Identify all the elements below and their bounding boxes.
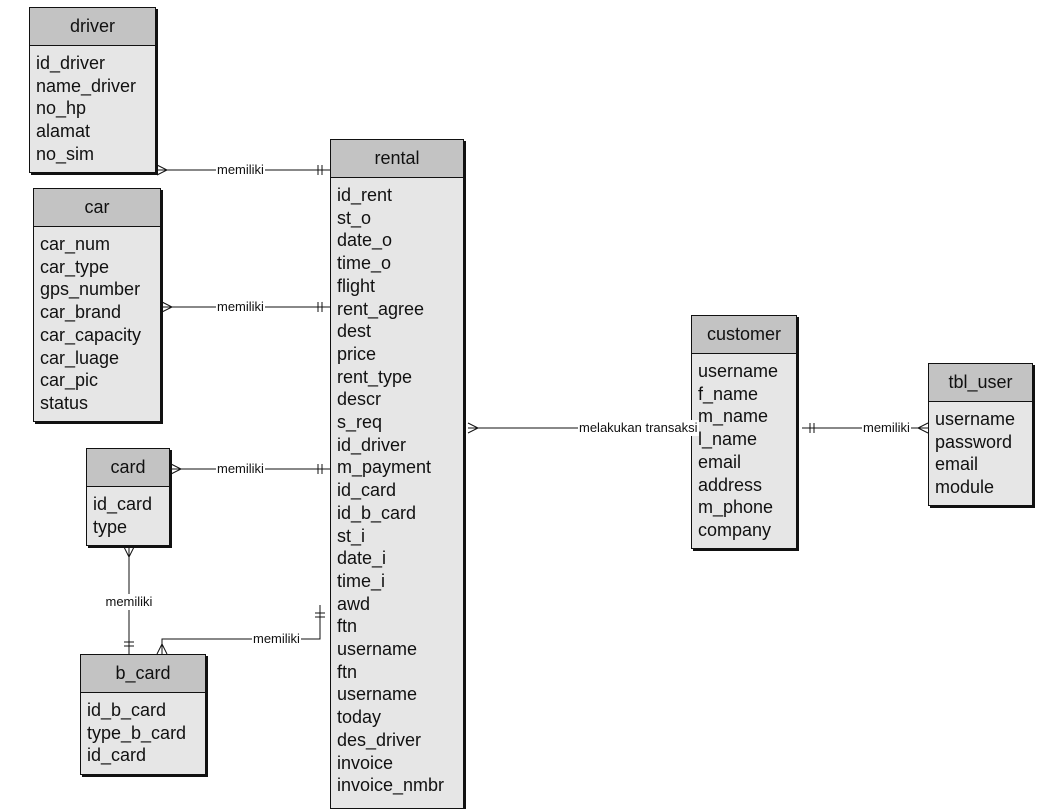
entity-field: m_payment <box>337 457 432 478</box>
entity-field: id_card <box>93 494 153 514</box>
entity-title: b_card <box>81 655 205 693</box>
entity-field: username <box>935 409 1016 429</box>
entity-field: car_pic <box>40 370 99 391</box>
entity-field: car_type <box>40 256 110 277</box>
entity-field: type <box>93 516 128 537</box>
entity-title: customer <box>692 316 796 354</box>
entity-field: id_b_card <box>337 502 417 523</box>
relationship-label: memiliki <box>216 299 265 315</box>
entity-field: date_i <box>337 548 387 569</box>
entity-field: ftn <box>337 661 358 682</box>
entity-field: username <box>698 361 779 381</box>
entity-field: type_b_card <box>87 722 187 743</box>
entity-field: time_i <box>337 570 386 591</box>
entity-field: rent_type <box>337 366 413 387</box>
entity-field: invoice_nmbr <box>337 775 445 796</box>
entity-field: id_card <box>337 480 397 501</box>
entity-field: today <box>337 707 382 728</box>
cardinality-many-mark <box>170 463 183 475</box>
entity-field: st_o <box>337 207 372 228</box>
cardinality-many-mark <box>161 301 174 313</box>
entity-field: price <box>337 343 377 364</box>
relationship-line <box>161 605 321 654</box>
entity-field: id_card <box>87 745 147 766</box>
cardinality-many-mark <box>123 546 135 559</box>
relationship-b_card-rental <box>156 605 325 655</box>
entity-field: invoice <box>337 752 394 773</box>
entity-field: email <box>935 454 979 475</box>
entity-field: id_driver <box>337 434 407 455</box>
entity-field: id_b_card <box>87 700 167 720</box>
entity-field: car_num <box>40 234 111 254</box>
relationship-label: memiliki <box>216 461 265 477</box>
entity-field: no_hp <box>36 98 87 119</box>
entity-title: driver <box>30 8 155 46</box>
entity-field: ftn <box>337 616 358 637</box>
entity-field: des_driver <box>337 729 422 750</box>
relationship-label: memiliki <box>862 420 911 436</box>
cardinality-many-mark <box>916 422 929 434</box>
cardinality-many-mark <box>156 642 168 655</box>
entity-field: id_driver <box>36 53 106 73</box>
relationship-label: memiliki <box>252 631 301 647</box>
entity-field: gps_number <box>40 279 141 300</box>
entity-field: password <box>935 431 1013 452</box>
entity-field: company <box>698 519 772 540</box>
entity-field: m_phone <box>698 497 774 518</box>
entity-field: car_capacity <box>40 324 142 345</box>
relationship-label: memiliki <box>216 162 265 178</box>
entity-title: car <box>34 189 160 227</box>
entity-field: st_i <box>337 525 366 546</box>
entity-field: awd <box>337 593 371 614</box>
entity-field: name_driver <box>36 75 137 96</box>
entity-field: s_req <box>337 412 383 433</box>
entity-field: date_o <box>337 230 393 251</box>
entity-field: id_rent <box>337 185 393 205</box>
cardinality-many-mark <box>467 422 480 434</box>
entity-title: tbl_user <box>929 364 1032 402</box>
entity-field: m_name <box>698 406 769 427</box>
entity-field: time_o <box>337 253 392 274</box>
entity-title: rental <box>331 140 463 178</box>
entity-field: dest <box>337 321 372 342</box>
entity-field: address <box>698 474 763 495</box>
entity-field: rent_agree <box>337 298 425 319</box>
entity-field: module <box>935 477 995 498</box>
entity-field: car_brand <box>40 302 122 323</box>
entity-field: no_sim <box>36 143 95 164</box>
entity-field: username <box>337 684 418 705</box>
entity-field: username <box>337 639 418 660</box>
entity-field: status <box>40 392 89 413</box>
entity-field: email <box>698 451 742 472</box>
entity-field: car_luage <box>40 347 120 368</box>
entity-field: f_name <box>698 383 759 404</box>
relationship-label: memiliki <box>104 594 154 610</box>
cardinality-many-mark <box>156 164 169 176</box>
entity-field: alamat <box>36 121 91 142</box>
relationship-label: melakukan transaksi <box>578 420 699 436</box>
entity-field: flight <box>337 275 376 296</box>
entity-title: card <box>87 449 169 487</box>
entity-field: l_name <box>698 429 758 450</box>
entity-field: descr <box>337 389 382 410</box>
